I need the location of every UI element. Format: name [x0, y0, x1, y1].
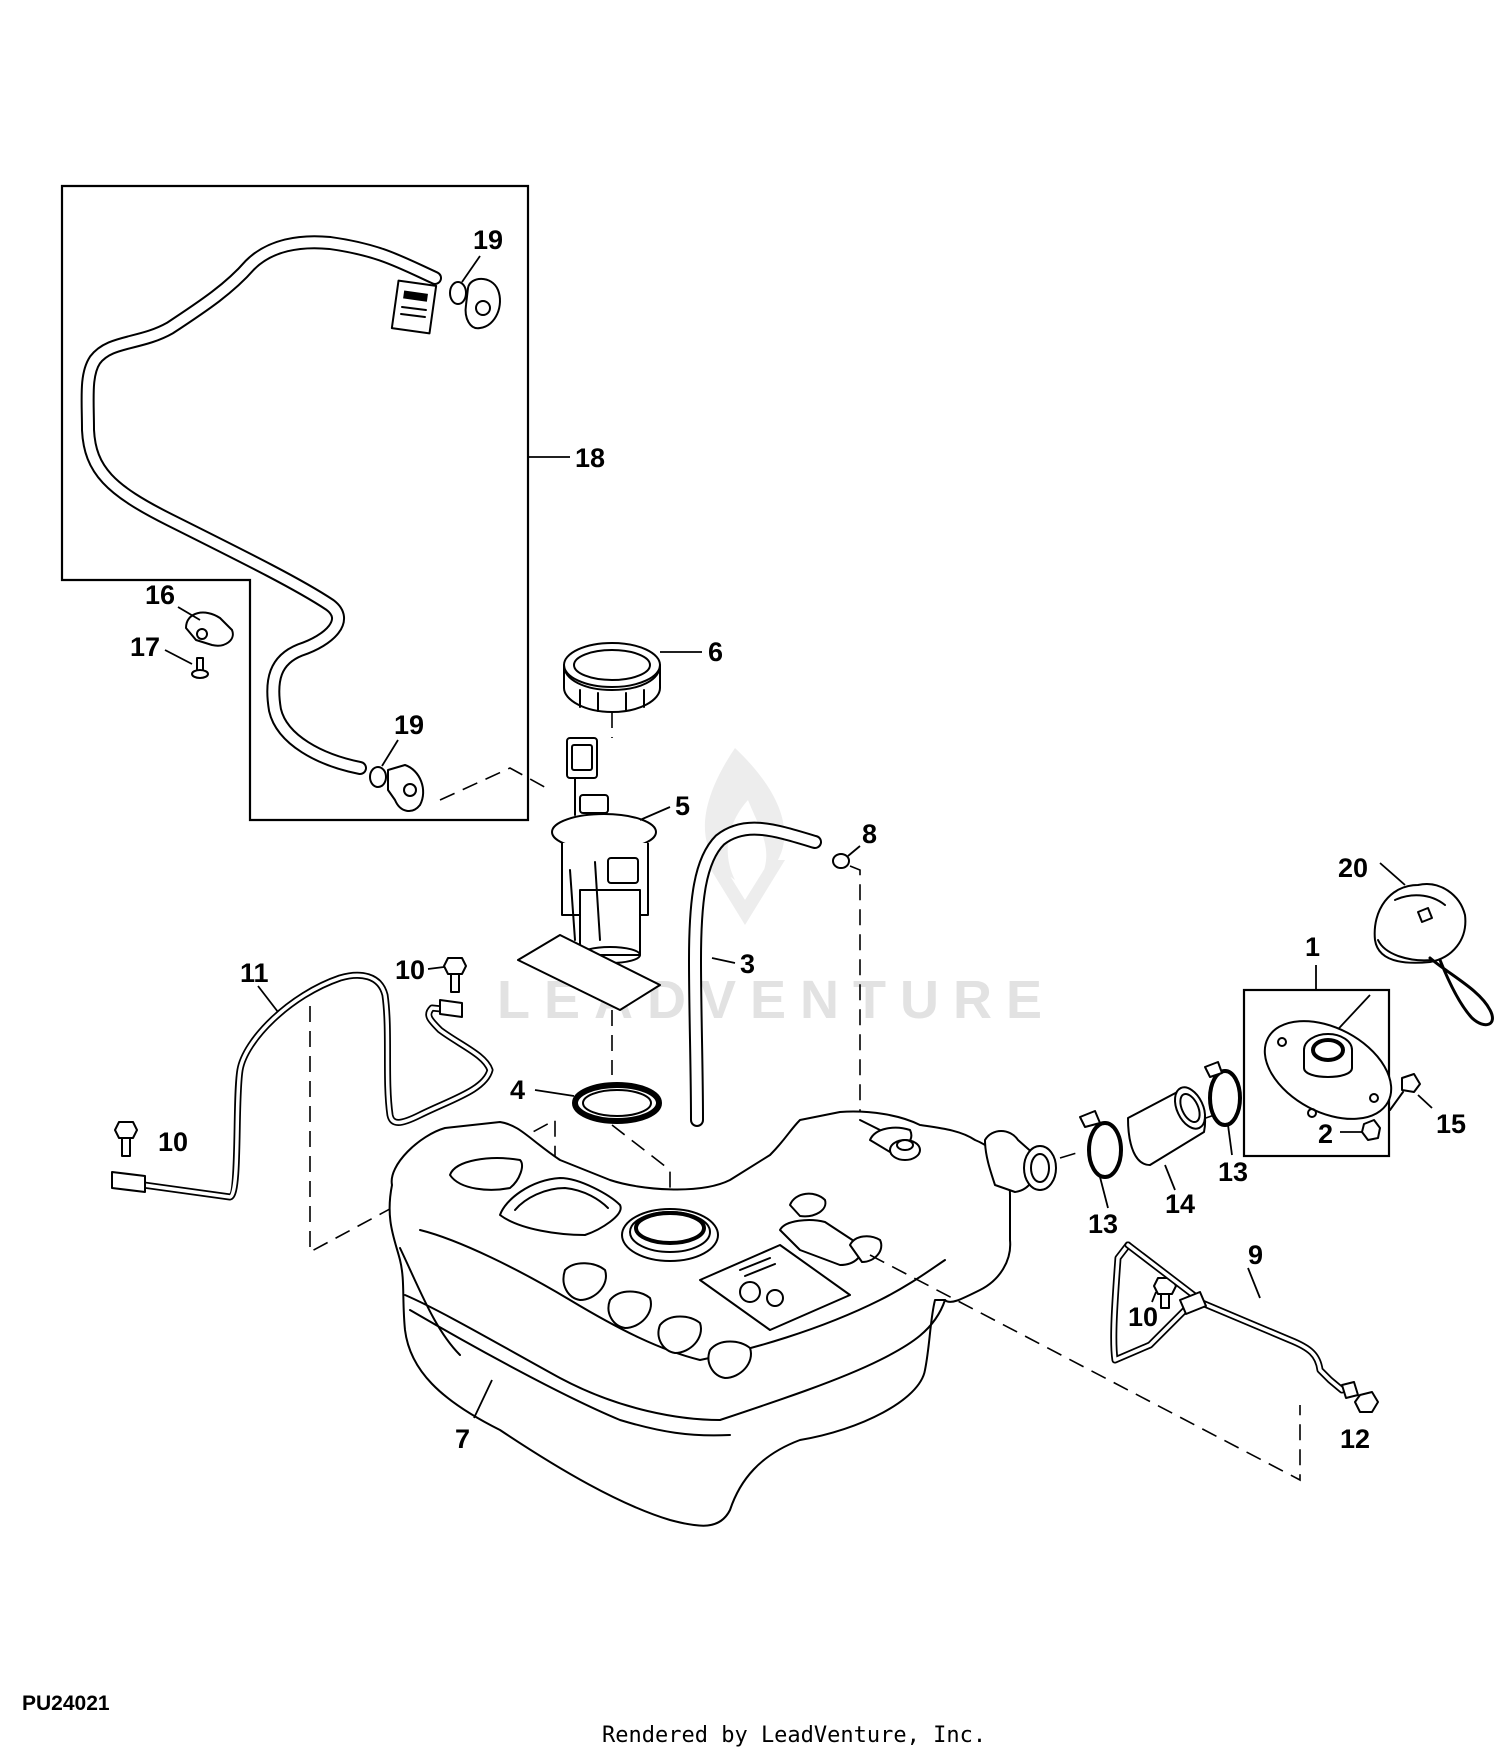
leader-11 — [257, 985, 279, 1013]
callout-13-left: 13 — [1088, 1209, 1118, 1239]
figure-code: PU24021 — [22, 1692, 110, 1715]
callout-11: 11 — [240, 958, 269, 988]
callout-9: 9 — [1248, 1240, 1263, 1270]
leader-19-top — [461, 255, 481, 283]
clamp-13-right — [1204, 1061, 1242, 1127]
callout-14: 14 — [1165, 1189, 1195, 1219]
leader-9 — [1247, 1267, 1261, 1299]
dash-line9-to-tank — [869, 1254, 1301, 1482]
nut-12 — [1341, 1381, 1379, 1413]
filler-neck-1 — [1263, 1020, 1393, 1120]
callout-3: 3 — [740, 949, 755, 979]
bolt-10-left — [114, 1121, 138, 1157]
fuel-cap-20 — [1373, 883, 1494, 1027]
hose-18 — [80, 235, 442, 775]
callout-20: 20 — [1338, 853, 1368, 883]
fuel-pump-5 — [517, 737, 661, 1011]
callout-2: 2 — [1318, 1119, 1333, 1149]
callout-6: 6 — [708, 637, 723, 667]
callout-12: 12 — [1340, 1424, 1370, 1454]
callout-7: 7 — [455, 1424, 470, 1454]
clamp-13-left — [1079, 1110, 1123, 1179]
leader-17 — [164, 649, 193, 665]
leader-5 — [639, 806, 671, 821]
leader-14 — [1164, 1164, 1176, 1191]
callout-16: 16 — [145, 580, 175, 610]
callout-13-right: 13 — [1218, 1157, 1248, 1187]
bolt-10-upper — [443, 957, 467, 993]
callout-5: 5 — [675, 791, 690, 821]
hose-label-tag — [390, 279, 438, 335]
hose-14 — [1127, 1086, 1207, 1166]
clip-16 — [185, 611, 234, 647]
dash-hose3-to-tank — [849, 865, 861, 1130]
watermark-flame-icon — [704, 748, 785, 925]
callout-8: 8 — [862, 819, 877, 849]
seal-4 — [572, 1082, 662, 1124]
callout-10-left: 10 — [158, 1127, 188, 1157]
leader-10-right — [1151, 1291, 1157, 1303]
leader-4 — [534, 1089, 575, 1097]
screw-17 — [191, 657, 209, 679]
leader-10-upper — [427, 966, 445, 970]
fuel-line-9 — [1110, 1241, 1346, 1394]
dash-hose-to-pump — [439, 767, 551, 801]
callout-labels: 1 2 3 4 5 6 7 8 9 10 10 10 11 12 13 13 1… — [130, 225, 1466, 1454]
callout-19-top: 19 — [473, 225, 503, 255]
leader-7 — [473, 1379, 493, 1419]
connector-bottom — [387, 764, 425, 812]
leader-20 — [1379, 862, 1406, 886]
leader-15 — [1417, 1094, 1433, 1109]
leader-3 — [711, 957, 736, 964]
leader-16 — [177, 606, 201, 621]
fuel-tank-7 — [388, 1110, 1057, 1527]
screw-15 — [1389, 1073, 1421, 1111]
hose-assembly-box — [60, 184, 530, 822]
connector-top — [464, 277, 501, 330]
callout-17: 17 — [130, 632, 160, 662]
callout-15: 15 — [1436, 1109, 1466, 1139]
hose-3 — [688, 821, 822, 1127]
lock-ring-6 — [563, 642, 661, 713]
fuel-line-11 — [111, 971, 494, 1201]
dash-filler-to-hose — [1059, 1151, 1081, 1159]
callout-10-upper: 10 — [395, 955, 425, 985]
callout-19-bottom: 19 — [394, 710, 424, 740]
callout-10-right: 10 — [1128, 1302, 1158, 1332]
leader-19-bottom — [381, 739, 399, 767]
callout-4: 4 — [510, 1075, 525, 1105]
nut-2 — [1361, 1119, 1381, 1141]
clamp-19-top — [449, 281, 467, 305]
leader-13-left — [1099, 1176, 1109, 1209]
clamp-19-bottom — [369, 766, 387, 788]
leader-13-right — [1227, 1124, 1233, 1156]
clamp-8 — [832, 853, 850, 869]
leader-8 — [847, 845, 861, 857]
render-credit: Rendered by LeadVenture, Inc. — [602, 1723, 986, 1748]
watermark: LEADVENTURE — [497, 748, 1042, 1030]
callout-18: 18 — [575, 443, 605, 473]
callout-1: 1 — [1305, 932, 1320, 962]
